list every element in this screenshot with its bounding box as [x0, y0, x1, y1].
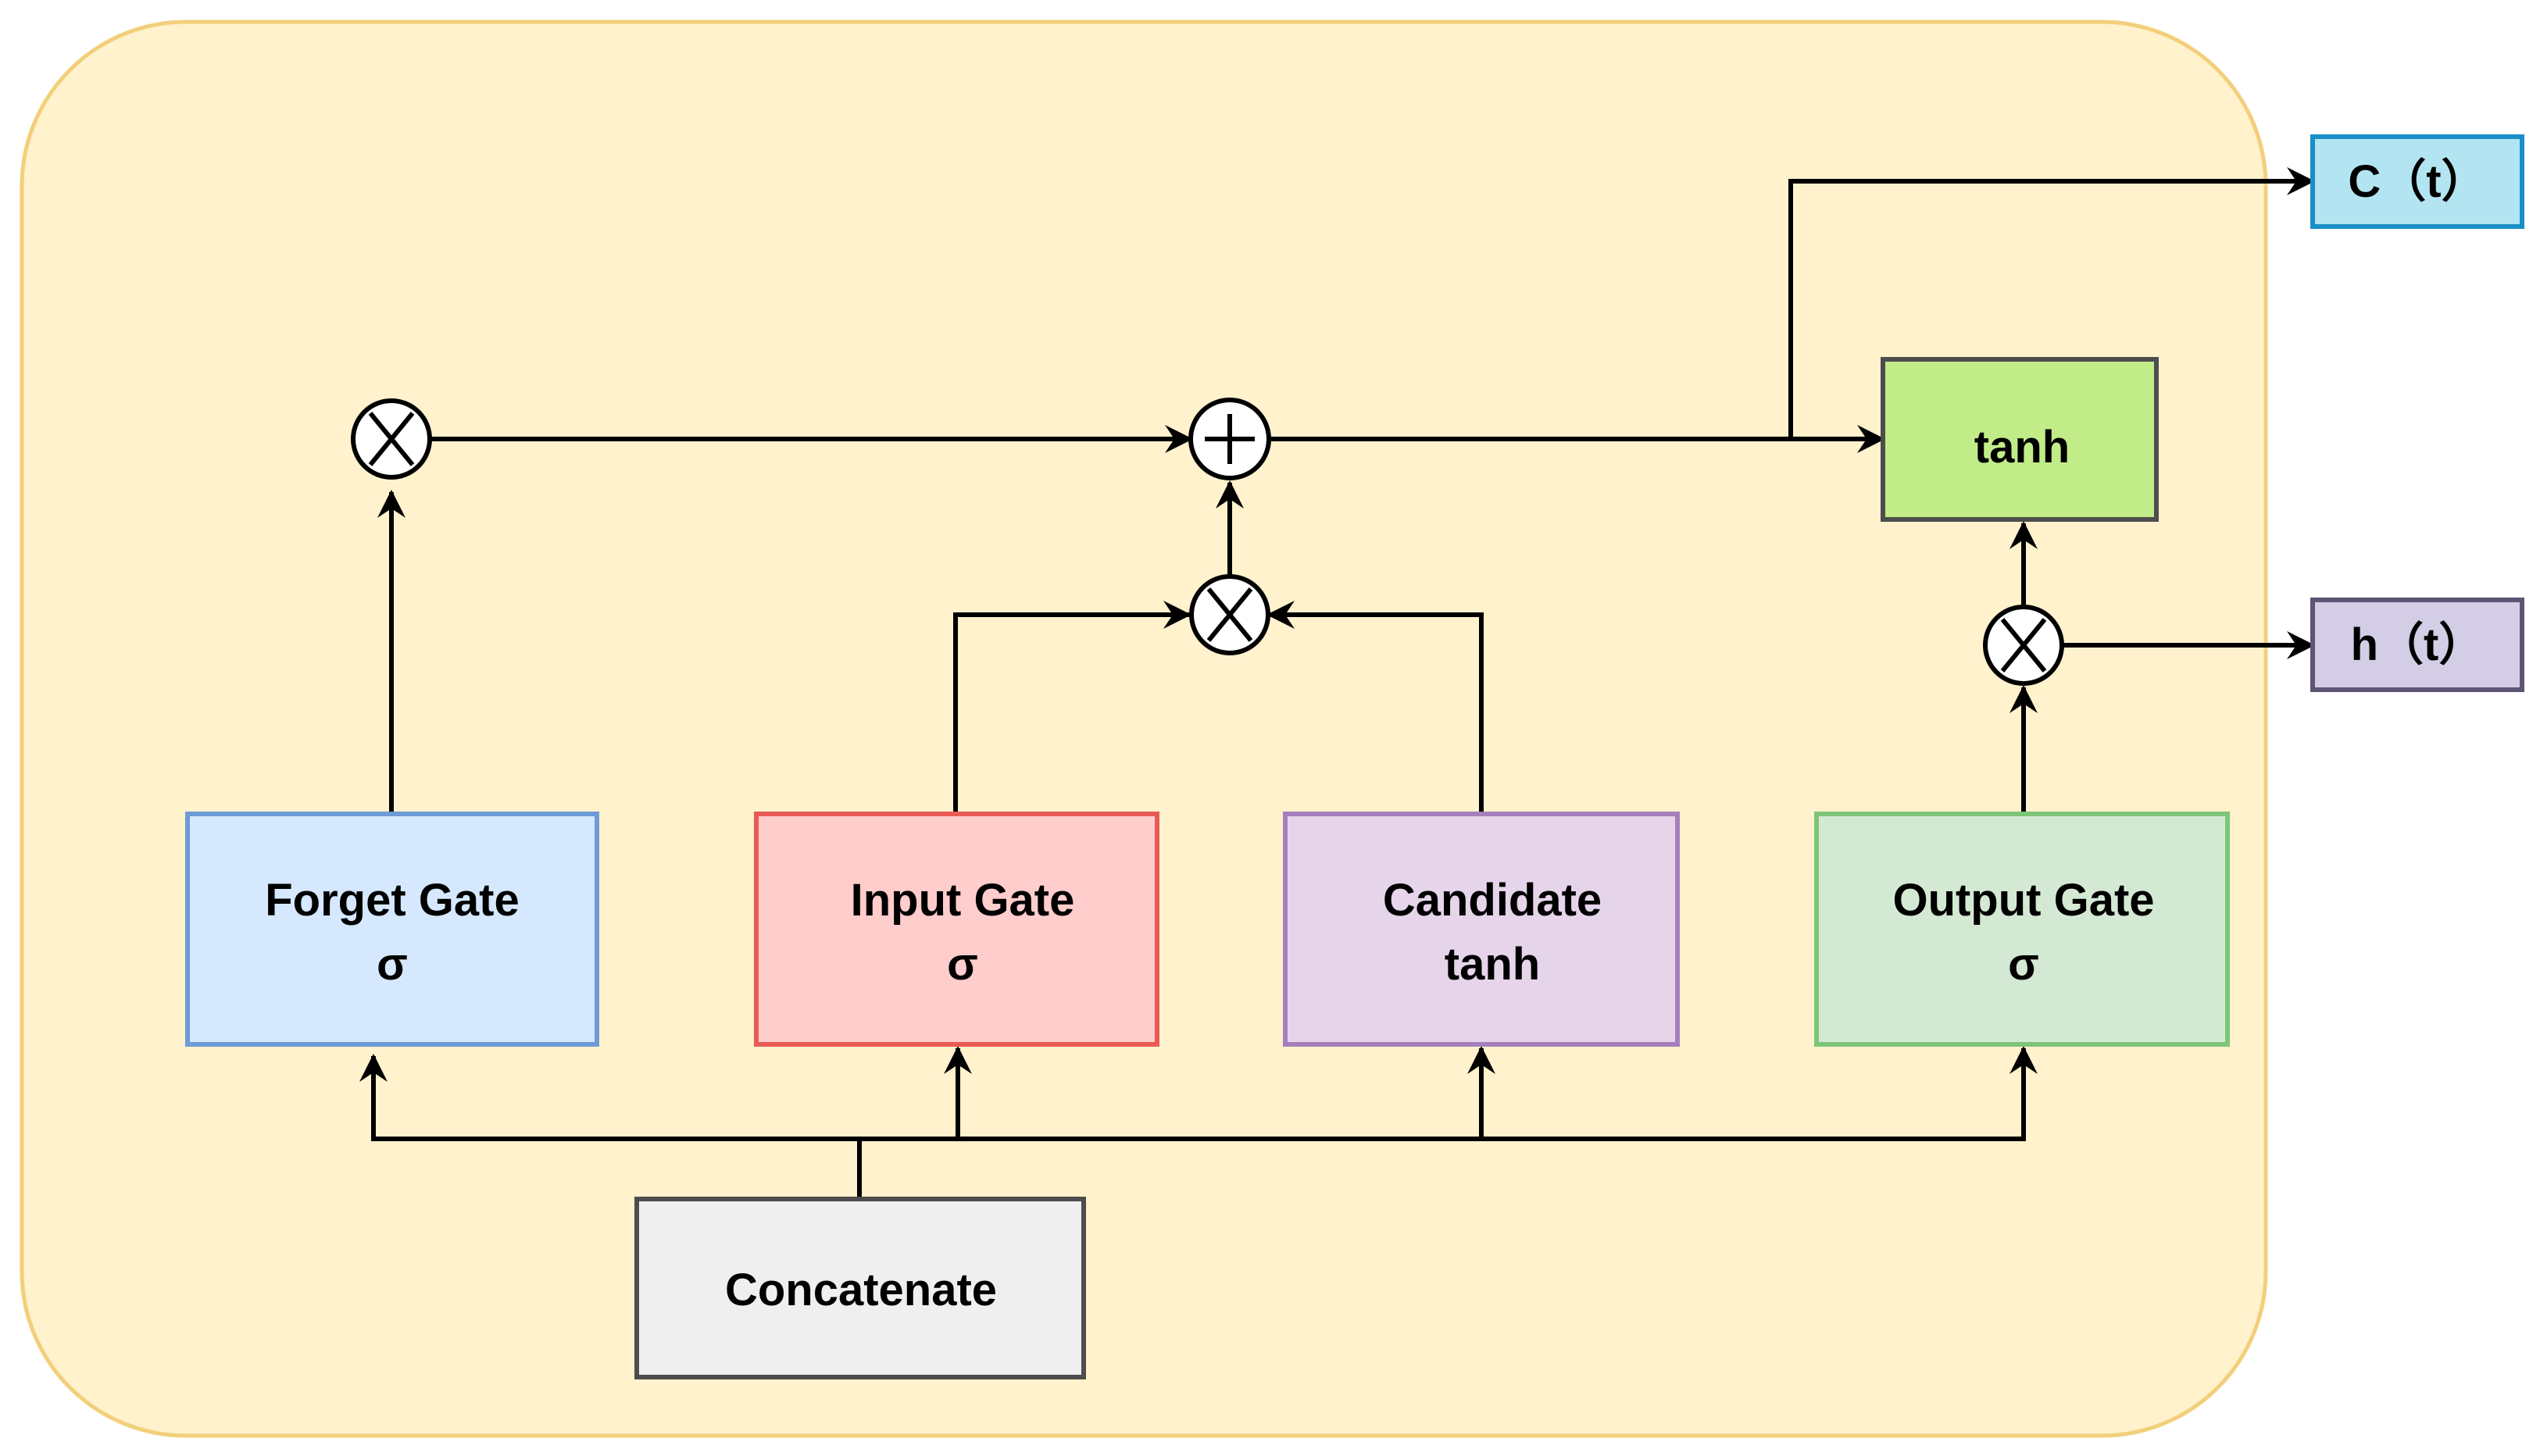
- edge-input-to-multiply: [953, 601, 1191, 814]
- cell-state-output-node: C（t）: [2310, 134, 2524, 229]
- cell-state-label: C（t）: [2348, 156, 2486, 207]
- tanh-node: tanh: [1881, 357, 2159, 522]
- edge-candidate-to-multiply: [1266, 601, 1484, 814]
- input-gate-title: Input Gate: [851, 875, 1075, 926]
- multiply-icon: [1983, 605, 2064, 686]
- multiply-icon: [351, 398, 432, 480]
- concatenate-node: Concatenate: [634, 1197, 1086, 1379]
- forget-gate-title: Forget Gate: [265, 875, 520, 926]
- candidate-title: Candidate: [1383, 875, 1602, 926]
- input-gate-node: Input Gate σ: [754, 812, 1159, 1047]
- edge-cell-state-out: [1788, 167, 2315, 439]
- concatenate-label: Concatenate: [725, 1265, 997, 1315]
- output-gate-activation: σ: [2008, 939, 2039, 990]
- add-icon: [1188, 398, 1271, 480]
- input-gate-activation: σ: [947, 939, 978, 990]
- lstm-cell-container: [20, 20, 2268, 1438]
- hidden-state-output-node: h（t）: [2310, 598, 2524, 692]
- multiply-icon: [1189, 574, 1270, 655]
- output-gate-node: Output Gate σ: [1814, 812, 2230, 1047]
- forget-gate-activation: σ: [377, 939, 408, 990]
- candidate-node: Candidate tanh: [1283, 812, 1680, 1047]
- forget-gate-node: Forget Gate σ: [185, 812, 599, 1047]
- tanh-label: tanh: [1974, 422, 2070, 473]
- hidden-state-label: h（t）: [2351, 619, 2485, 670]
- candidate-activation: tanh: [1445, 939, 1540, 990]
- edges: [359, 167, 2315, 1199]
- output-gate-title: Output Gate: [1892, 875, 2154, 926]
- edge-concat-to-forget: [359, 1054, 859, 1141]
- edge-concat-to-output: [1481, 1046, 2038, 1141]
